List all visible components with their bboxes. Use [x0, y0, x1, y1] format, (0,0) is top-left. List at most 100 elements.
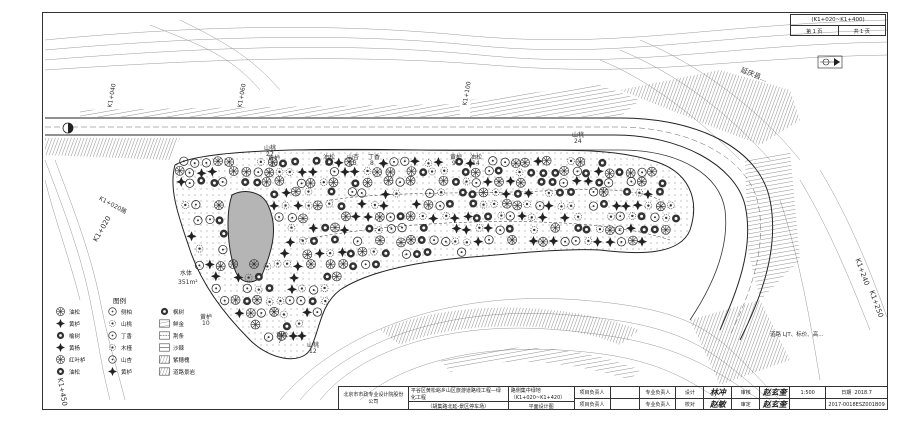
- legend-label: 丁香: [121, 333, 133, 340]
- drawing-name: 路侧集中绿地（K1+020~K1+420）: [508, 387, 574, 402]
- legend-label: 山杏: [121, 357, 133, 364]
- legend-item: 枫树: [159, 307, 184, 316]
- legend-label: 黄栌: [121, 369, 133, 376]
- legend-item: 黄杨: [55, 343, 80, 352]
- legend-label: 紫穗槐: [173, 357, 190, 364]
- legend-item: 榆树: [55, 331, 80, 340]
- legend-item: 油松: [55, 307, 80, 316]
- project-title: 平谷区黄松峪乡山区旅游道路线工程—绿化工程: [408, 387, 508, 402]
- plant-count: 27: [266, 151, 274, 158]
- legend-symbol-icon: [55, 307, 66, 316]
- range-label: (K1+020~K1+400): [791, 15, 885, 26]
- plant-count: 12: [309, 348, 317, 355]
- legend-label: 油松: [69, 309, 81, 316]
- legend-item: 紫穗槐: [159, 355, 190, 364]
- legend-label: 油松: [69, 369, 81, 376]
- legend-symbol-icon: [107, 343, 118, 352]
- plant-name: 黄栌: [450, 154, 463, 161]
- plant-name: 黄栌: [268, 155, 281, 162]
- legend-item: 道路景岩: [159, 367, 195, 376]
- drawing-type: 平面设计图: [528, 403, 554, 410]
- legend-title: 图例: [113, 297, 126, 305]
- legend-symbol-icon: [159, 319, 170, 328]
- company-name: 北京市市政专业设计院股份公司: [339, 387, 409, 410]
- legend-label: 黄栌: [69, 321, 81, 328]
- legend-item: 沙棘: [159, 343, 184, 352]
- legend-label: 道路景岩: [173, 369, 196, 376]
- role-label: 专业负责人: [645, 402, 671, 408]
- plant-name: 山桃: [572, 132, 585, 139]
- signature: [610, 387, 640, 399]
- slope-hatches: [45, 70, 800, 385]
- plant-name: 油松: [470, 154, 483, 161]
- legend-symbol-icon: [159, 343, 170, 352]
- legend-item: 黄栌: [55, 319, 80, 328]
- reviewer-label: 审核: [732, 387, 760, 399]
- plant-name: 黄栌: [200, 314, 213, 321]
- legend-symbol-icon: [107, 331, 118, 340]
- signature: 赵敏: [709, 399, 726, 409]
- approver-label: 审定: [740, 402, 751, 408]
- signature: 赵玄奎: [760, 387, 790, 399]
- plant-name: 山桃: [307, 342, 320, 349]
- legend-symbol-icon: [55, 355, 66, 364]
- designer-label: 设计: [676, 387, 704, 399]
- checker-label: 校对: [684, 402, 695, 408]
- plant-name: 油松: [276, 332, 289, 339]
- legend-item: 木槿: [107, 343, 132, 352]
- title-block: 北京市市政专业设计院股份公司 平谷区黄松峪乡山区旅游道路线工程—绿化工程 （胡集…: [338, 386, 889, 410]
- drawing-frame: [42, 12, 888, 410]
- pond-label: 水体: [180, 270, 193, 277]
- drawing-number: 2017-0018ESZ001B09: [828, 401, 885, 408]
- legend-item: 侧柏: [107, 307, 132, 316]
- legend-label: 侧柏: [121, 309, 133, 316]
- legend-symbol-icon: [159, 355, 170, 364]
- role-label: 项目负责人: [579, 402, 605, 408]
- section-marker: [62, 122, 74, 134]
- signature: [611, 399, 640, 410]
- legend-symbol-icon: [107, 355, 118, 364]
- role-label: 专业负责人: [640, 387, 676, 399]
- legend-item: 红叶栌: [55, 355, 86, 364]
- legend-label: 沙棘: [173, 345, 185, 352]
- legend-label: 山桃: [121, 321, 133, 328]
- page-box: (K1+020~K1+400) 第 1 页 共 1 页: [790, 14, 886, 36]
- legend-symbol-icon: [107, 319, 118, 328]
- legend-item: 山桃: [107, 319, 132, 328]
- signature: 林冲: [704, 387, 732, 399]
- date-label: 日期: [841, 390, 852, 396]
- legend-label: 红叶栌: [69, 357, 86, 364]
- pond-area: 351m²: [178, 279, 198, 286]
- page-current: 第 1 页: [791, 26, 839, 36]
- legend-item: 油松: [55, 367, 80, 376]
- legend-label: 木槿: [121, 345, 133, 352]
- legend-label: 鲜金: [173, 321, 185, 328]
- plant-name: 油松: [323, 154, 336, 161]
- scale: 1:500: [790, 387, 826, 399]
- legend-label: 黄杨: [69, 345, 81, 352]
- legend-label: 枫树: [173, 309, 185, 316]
- plant-count: 24: [574, 138, 582, 145]
- legend-symbol-icon: [55, 319, 66, 328]
- legend-symbol-icon: [55, 367, 66, 376]
- plant-count: 13: [349, 160, 357, 167]
- legend-item: 鲜金: [159, 319, 184, 328]
- plant-name: 山杏: [347, 154, 360, 161]
- legend-item: 黄栌: [107, 367, 132, 376]
- legend-label: 荆条: [173, 333, 185, 340]
- signature: 赵玄奎: [762, 399, 787, 409]
- plant-count: 10: [270, 161, 278, 168]
- legend-item: 荆条: [159, 331, 184, 340]
- legend: 图例 油松侧柏枫树黄栌山桃鲜金榆树丁香荆条黄杨木槿沙棘红叶栌山杏紫穗槐油松黄栌道…: [55, 295, 215, 385]
- legend-item: 山杏: [107, 355, 132, 364]
- legend-symbol-icon: [159, 331, 170, 340]
- project-subtitle: （胡集路北延-景区停车场）: [427, 403, 490, 410]
- page-total: 共 1 页: [853, 28, 870, 35]
- plant-count: 8: [370, 160, 374, 167]
- annotation: 道路 LJT、标价、高...: [770, 332, 824, 338]
- legend-symbol-icon: [107, 307, 118, 316]
- role-label: 项目负责人: [574, 387, 610, 399]
- plant-count: 7: [278, 338, 282, 345]
- legend-symbol-icon: [159, 307, 170, 316]
- plant-count: 14: [472, 160, 480, 167]
